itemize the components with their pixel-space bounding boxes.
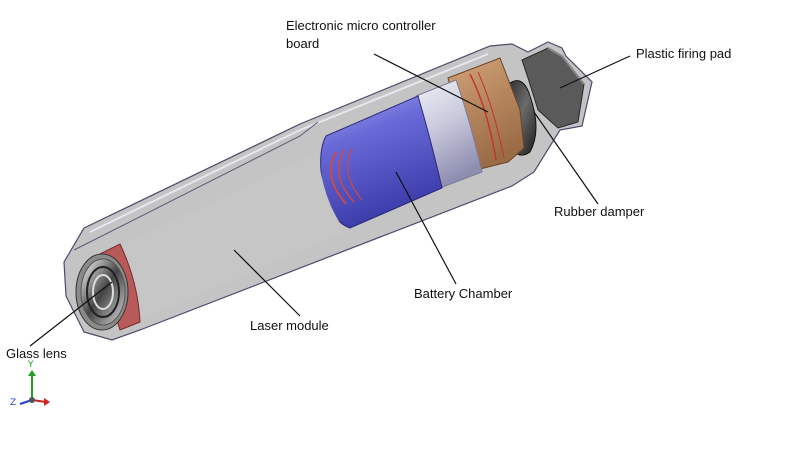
- battery-spring: [347, 147, 363, 201]
- battery-chamber: [320, 95, 443, 229]
- controller-board-trace: [477, 71, 505, 159]
- label-controller-line1: Electronic micro controller: [286, 18, 436, 33]
- label-firing-pad: Plastic firing pad: [636, 46, 732, 61]
- leader-line-laser: [233, 249, 301, 317]
- glass-lens-assembly: [75, 243, 141, 331]
- label-rubber-damper: Rubber damper: [554, 204, 645, 219]
- leader-line-battery: [395, 171, 457, 285]
- firing-pad: [521, 47, 585, 129]
- x-axis-arrowhead: [44, 398, 50, 406]
- lens-thread: [86, 266, 120, 318]
- axis-label-y: Y: [28, 360, 34, 370]
- label-controller-line2: board: [286, 36, 320, 51]
- leader-line-lens: [29, 281, 113, 347]
- leader-line-rubber-damper: [533, 111, 599, 205]
- lens-thread: [92, 274, 114, 310]
- label-battery-chamber: Battery Chamber: [414, 286, 513, 301]
- leader-lines: [29, 53, 631, 347]
- battery-spring: [329, 151, 347, 205]
- battery-spring: [338, 149, 355, 203]
- controller-board-trace: [469, 73, 497, 161]
- triad-origin: [29, 397, 35, 403]
- label-glass-lens: Glass lens: [6, 346, 67, 361]
- firing-pad-edge: [547, 47, 585, 85]
- casing-highlight: [89, 53, 489, 233]
- leader-line-firing-pad: [559, 55, 631, 89]
- laser-module: [120, 152, 346, 320]
- coordinate-triad: [19, 370, 50, 406]
- axis-label-z: Z: [10, 398, 17, 408]
- casing-inner-edge: [73, 121, 319, 251]
- y-axis-arrowhead: [28, 370, 36, 376]
- label-laser-module: Laser module: [250, 318, 329, 333]
- leader-line-controller: [373, 53, 489, 113]
